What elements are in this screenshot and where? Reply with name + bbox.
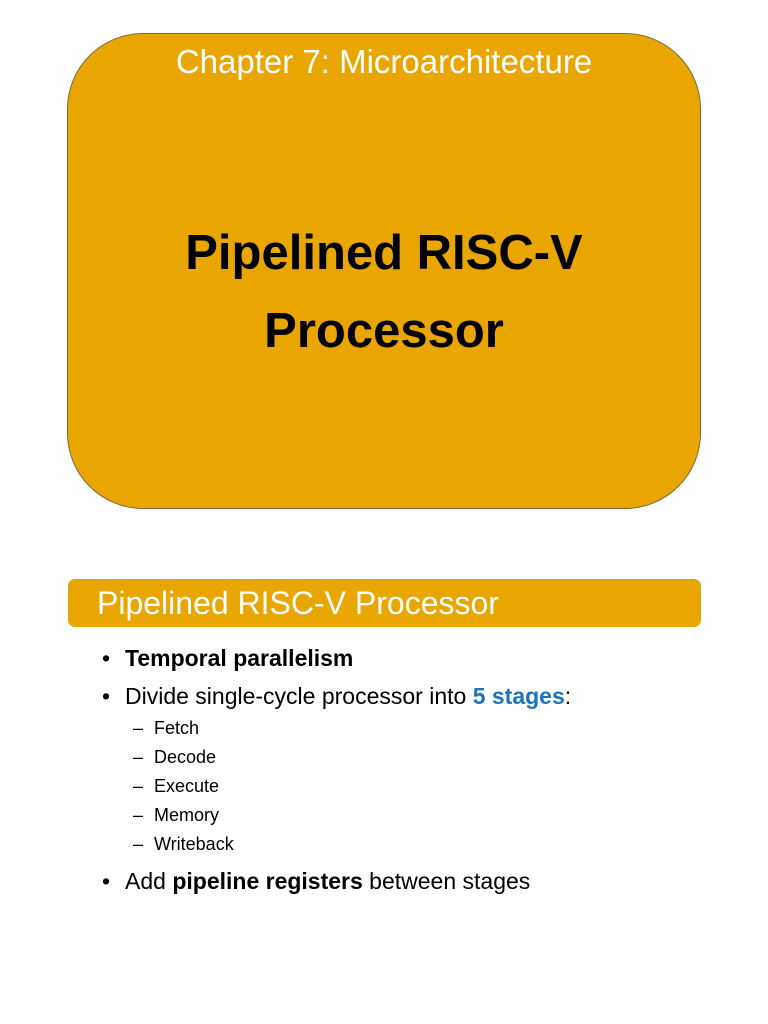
dash-icon: – (133, 747, 144, 767)
bullet-pipeline-registers: •Add pipeline registers between stages (102, 868, 531, 894)
dash-icon: – (133, 718, 144, 738)
bullet-temporal-parallelism: •Temporal parallelism (102, 645, 354, 671)
title-card: Chapter 7: Microarchitecture Pipelined R… (67, 33, 701, 509)
section-title: Pipelined RISC-V Processor (97, 585, 499, 621)
bullet-icon: • (102, 645, 111, 671)
bullet-icon: • (102, 868, 111, 894)
chapter-label: Chapter 7: Microarchitecture (175, 43, 593, 80)
bullet-divide-stages: •Divide single-cycle processor into 5 st… (102, 683, 572, 709)
slide-title-line-2: Processor (264, 304, 504, 358)
stage-item: –Memory (133, 805, 220, 825)
section-header: Pipelined RISC-V Processor (68, 579, 701, 627)
bullet-icon: • (102, 683, 111, 709)
stage-item: –Execute (133, 776, 220, 796)
stage-item: –Writeback (133, 834, 234, 854)
stage-item: –Decode (133, 747, 217, 767)
dash-icon: – (133, 776, 144, 796)
dash-icon: – (133, 834, 144, 854)
slide-title: Pipelined RISC-V Processor (68, 214, 700, 370)
stage-item: –Fetch (133, 718, 200, 738)
slide-title-line-1: Pipelined RISC-V (185, 226, 583, 280)
stages-emphasis: 5 stages (472, 683, 565, 709)
dash-icon: – (133, 805, 144, 825)
